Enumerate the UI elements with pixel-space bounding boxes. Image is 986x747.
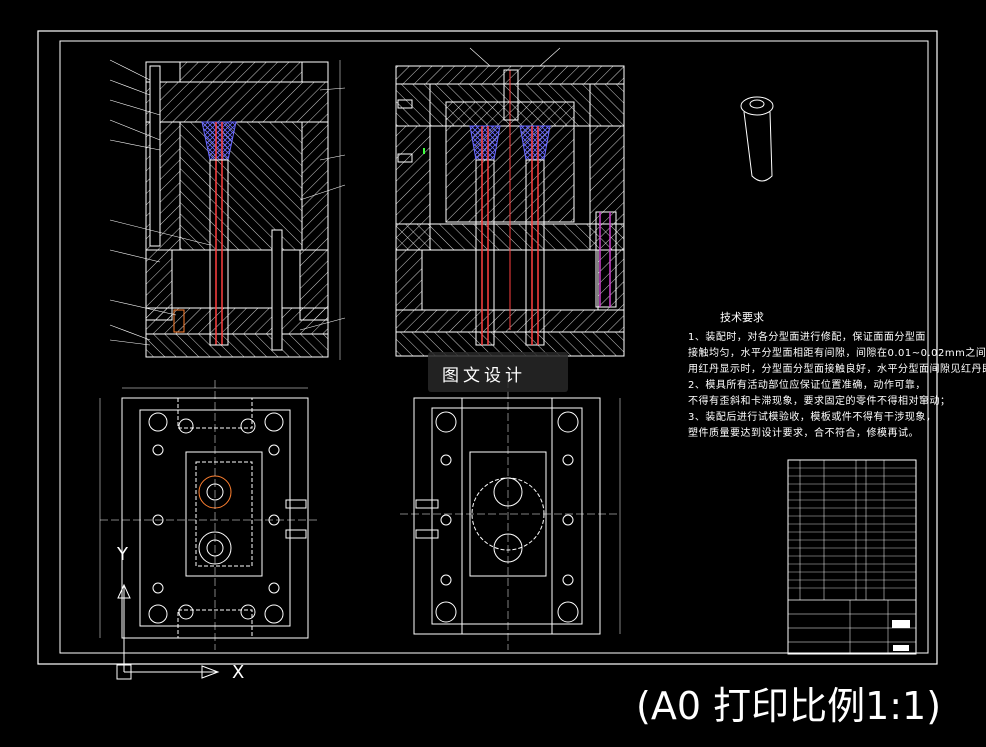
watermark-text: 图文设计	[442, 366, 526, 386]
print-scale-caption: (A0 打印比例1:1)	[636, 684, 942, 728]
inner-frame	[59, 40, 929, 654]
plan-view-left	[99, 380, 320, 650]
plan-view-right	[400, 380, 621, 650]
tech-requirement-line: 不得有歪斜和卡滞现象，要求固定的零件不得相对窜动；	[688, 396, 951, 407]
tech-requirement-line: 塑件质量要达到设计要求，合不符合，修模再试。	[688, 428, 919, 439]
coordinate-axes	[116, 583, 220, 680]
axis-label-x: X	[232, 662, 245, 683]
tech-requirement-line: 3、装配后进行试模验收，模板或件不得有干涉现象，	[688, 412, 937, 423]
part-isometric	[740, 96, 774, 182]
tech-requirements-title: 技术要求	[720, 311, 764, 324]
section-view-middle	[395, 47, 625, 357]
axis-label-y: Y	[117, 544, 128, 565]
tech-requirement-line: 2、模具所有活动部位应保证位置准确，动作可靠，	[688, 380, 926, 391]
tech-requirement-line: 用红丹显示时，分型面分型面接触良好，水平分型面间隙见红丹即可；	[688, 364, 986, 375]
tech-requirement-line: 1、装配时，对各分型面进行修配，保证面面分型面	[688, 332, 926, 343]
tech-requirement-line: 接触均匀，水平分型面相距有间隙，间隙在0.01~0.02mm之间，	[688, 348, 986, 359]
outer-frame	[37, 30, 938, 665]
title-block	[787, 459, 917, 655]
section-view-left	[109, 59, 346, 360]
watermark-box	[428, 352, 568, 392]
